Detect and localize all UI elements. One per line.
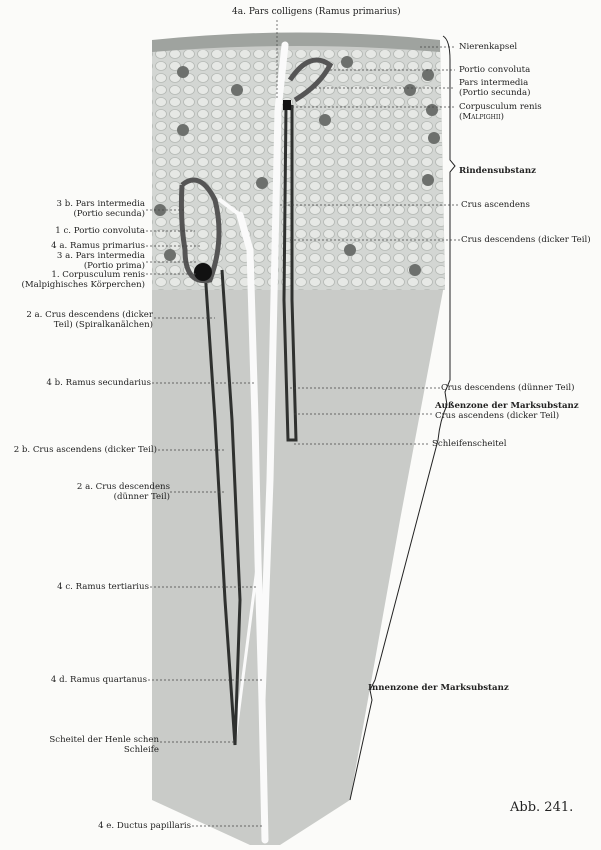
label-innenzone: Innenzone der Marksubstanz (368, 683, 509, 693)
label-1c: 1 c. Portio convoluta (55, 226, 145, 236)
renal-capsule (152, 32, 440, 52)
label-2a-thin: 2 a. Crus descendens (76, 482, 170, 492)
label-pars-intermedia: Pars intermedia (459, 78, 529, 88)
label-1: 1. Corpusculum renis (51, 270, 145, 280)
label-2a-thin-sub: (dünner Teil) (113, 492, 170, 502)
label-schleifenscheitel: Schleifenscheitel (432, 439, 507, 449)
label-aussenzone: Außenzone der Marksubstanz (435, 401, 579, 411)
label-3a-sub: (Portio prima) (83, 261, 145, 271)
label-1-sub: (Malpighisches Körperchen) (21, 280, 145, 290)
label-2b: 2 b. Crus ascendens (dicker Teil) (13, 445, 157, 455)
label-4d: 4 d. Ramus quartanus (50, 675, 147, 685)
figure-number: Abb. 241. (510, 800, 574, 815)
label-2a: 2 a. Crus descendens (dicker (26, 310, 153, 320)
label-crus-descendens-dicker: Crus descendens (dicker Teil) (461, 235, 591, 245)
cortex-region (152, 50, 445, 290)
label-malpighii: (Malpighii) (459, 112, 504, 122)
label-portio-secunda: (Portio secunda) (459, 88, 531, 98)
label-4c: 4 c. Ramus tertiarius (57, 582, 149, 592)
label-nierenkapsel: Nierenkapsel (459, 42, 518, 52)
glomeruli (154, 56, 440, 276)
label-4b: 4 b. Ramus secundarius (46, 378, 151, 388)
corpusculum-renis (194, 263, 212, 281)
label-3a: 3 a. Pars intermedia (56, 251, 145, 261)
label-4a: 4 a. Ramus primarius (51, 241, 145, 251)
label-scheitel: Scheitel der Henle schen (49, 735, 159, 745)
label-2a-sub: Teil) (Spiralkanälchen) (53, 320, 153, 330)
top-label: 4a. Pars colligens (Ramus primarius) (232, 7, 401, 17)
label-scheitel-sub: Schleife (123, 745, 159, 755)
label-rindensubstanz: Rindensubstanz (459, 166, 536, 176)
collecting-ducts (218, 41, 289, 844)
label-3b: 3 b. Pars intermedia (56, 199, 145, 209)
nephron-tubules (178, 57, 334, 746)
zone-braces (349, 35, 456, 801)
label-crus-descendens-duenner: Crus descendens (dünner Teil) (441, 383, 575, 393)
leader-lines (146, 20, 460, 827)
label-4e: 4 e. Ductus papillaris (98, 821, 191, 831)
label-portio-convoluta: Portio convoluta (459, 65, 531, 75)
label-crus-ascendens: Crus ascendens (461, 200, 530, 210)
label-3b-sub: (Portio secunda) (73, 209, 145, 219)
label-crus-ascendens-dicker: Crus ascendens (dicker Teil) (435, 411, 560, 421)
label-corpusculum: Corpusculum renis (459, 102, 542, 112)
